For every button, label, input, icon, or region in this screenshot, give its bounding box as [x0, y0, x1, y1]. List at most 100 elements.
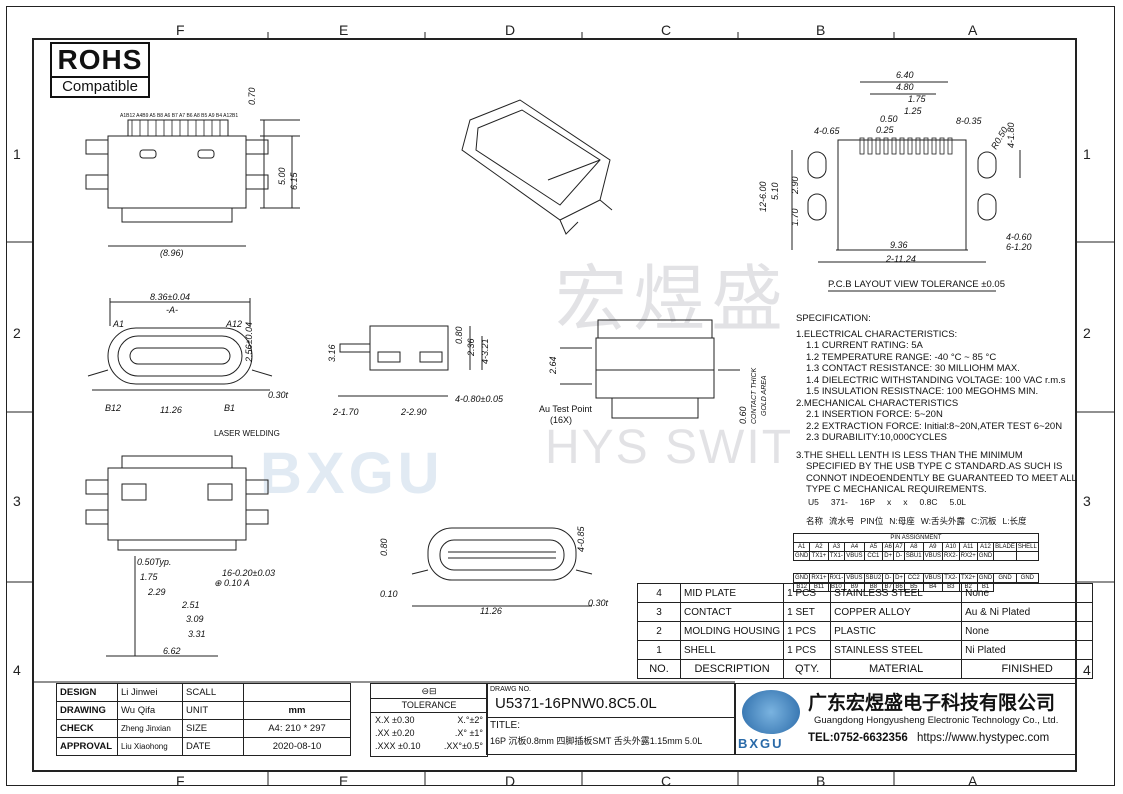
company-tel: TEL:0752-6632356: [808, 732, 908, 744]
pin-cell: A9: [922, 542, 943, 552]
drawing-no-label: DRAWG NO.: [490, 686, 531, 693]
pin-cell: D+: [893, 573, 905, 583]
pin-cell: VBUS: [844, 573, 865, 583]
tolerance-value: X.°±2°: [457, 715, 483, 725]
pin-cell: BLADE: [993, 542, 1017, 552]
pin-cell: GND: [993, 573, 1017, 583]
pin-cell: RX2+: [958, 551, 978, 561]
pin-cell: GND: [976, 573, 995, 583]
part-code-label: 名称: [806, 516, 824, 526]
spec-line: 2.2 EXTRACTION FORCE: Initial:8~20N,ATER…: [806, 420, 1063, 432]
spec-line: 2.MECHANICAL CHARACTERISTICS: [796, 397, 959, 409]
zone-label: C: [661, 22, 672, 38]
bom-cell: Au & Ni Plated: [961, 602, 1094, 622]
pin-cell: VBUS: [922, 551, 943, 561]
pin-cell: RX1+: [809, 573, 829, 583]
pin-cell: GND: [792, 551, 811, 561]
tb-value: Zheng Jinxian: [117, 719, 183, 738]
spec-line: TYPE C MECHANICAL REQUIREMENTS.: [806, 484, 987, 495]
spec-line: 1.3 CONTACT RESISTANCE: 30 MILLIOHM MAX.: [806, 363, 1020, 374]
pin-cell: A5: [863, 542, 884, 552]
bom-cell: 1 PCS: [783, 640, 832, 660]
pin-cell: VBUS: [844, 551, 865, 561]
bom-cell: 1 PCS: [783, 583, 832, 603]
zone-label: B: [816, 22, 826, 38]
zone-label: D: [505, 773, 516, 789]
company-name-en: Guangdong Hongyusheng Electronic Technol…: [814, 715, 1059, 726]
spec-line: 1.ELECTRICAL CHARACTERISTICS:: [796, 328, 958, 340]
tb-value: 2020-08-10: [243, 737, 351, 756]
zone-label: F: [176, 22, 185, 38]
spec-line: SPECIFICATION:: [796, 313, 871, 324]
pin-cell: TX2+: [958, 573, 978, 583]
bom-cell: MATERIAL: [830, 659, 963, 679]
tolerance-value: .XXX ±0.10: [375, 741, 421, 751]
pin-cell: TX1+: [809, 551, 829, 561]
zone-label: B: [816, 773, 826, 789]
specification-notes: SPECIFICATION: 1.ELECTRICAL CHARACTERISTI…: [796, 313, 1077, 496]
zone-label: E: [339, 22, 349, 38]
spec-line: 1.2 TEMPERATURE RANGE: -40 °C ~ 85 °C: [806, 351, 997, 363]
watermark-en: HYS SWIT: [545, 421, 794, 474]
tb-value: mm: [243, 701, 351, 720]
part-code-item: U5: [808, 497, 819, 507]
company-logo-icon: [742, 690, 800, 734]
bom-cell: 3: [637, 602, 681, 622]
tolerance-value: X.X ±0.30: [375, 715, 415, 725]
pin-cell: TX2-: [941, 573, 960, 583]
pin-cell: GND: [792, 573, 811, 583]
pin-cell: A1: [792, 542, 811, 552]
bom-cell: MOLDING HOUSING: [679, 621, 785, 641]
part-code-label: W:舌头外露: [920, 516, 965, 526]
tb-label: SIZE: [182, 719, 244, 738]
spec-line: 1.5 INSULATION RESISTNACE: 100 MEGOHMS M…: [806, 386, 1039, 397]
pin-cell: A2: [809, 542, 829, 552]
spec-line: 3.THE SHELL LENTH IS LESS THAN THE MINIM…: [796, 449, 1023, 461]
zone-label: D: [505, 22, 516, 38]
bom-cell: 1 PCS: [783, 621, 832, 641]
watermark-logo: BXGU: [260, 441, 444, 506]
zone-label: 2: [13, 325, 21, 341]
drawing-border: [32, 38, 1077, 772]
part-code-item: x: [903, 497, 908, 507]
pin-cell: [993, 551, 1017, 561]
zone-label: A: [968, 22, 978, 38]
part-code-label: C:沉板: [970, 516, 997, 526]
drawing-title: 16P 沉板0.8mm 四脚插板SMT 舌头外露1.15mm 5.0L: [490, 736, 703, 746]
spec-line: 1.4 DIELECTRIC WITHSTANDING VOLTAGE: 100…: [806, 374, 1066, 386]
part-code-item: x: [887, 497, 892, 507]
zone-label: 2: [1083, 325, 1091, 341]
company-name-cn: 广东宏煜盛电子科技有限公司: [808, 692, 1056, 714]
bom-cell: Ni Plated: [961, 640, 1094, 660]
pin-cell: SHELL: [1015, 542, 1039, 552]
bom-cell: 4: [637, 583, 681, 603]
drawing-number: U5371-16PNW0.8C5.0L: [487, 695, 734, 718]
zone-label: C: [661, 773, 672, 789]
rohs-badge: ROHS Compatible: [50, 42, 150, 98]
pin-cell: A10: [941, 542, 960, 552]
rohs-title: ROHS: [57, 44, 143, 75]
spec-line: 2.3 DURABILITY:10,000CYCLES: [806, 432, 947, 443]
company-block: BXGU 广东宏煜盛电子科技有限公司 Guangdong Hongyusheng…: [735, 683, 1077, 755]
part-code-label: 流水号: [829, 516, 855, 526]
part-code-label: L:长度: [1002, 516, 1027, 526]
pin-cell: A8: [903, 542, 924, 552]
bom-cell: 2: [637, 621, 681, 641]
tolerance-value: .X° ±1°: [454, 728, 483, 738]
bom-cell: QTY.: [783, 659, 832, 679]
company-url[interactable]: https://www.hystypec.com: [916, 732, 1050, 744]
pin-cell: D-: [893, 551, 905, 561]
tb-value: A4: 210 * 297: [243, 719, 351, 738]
pin-cell: A7: [893, 542, 905, 552]
bom-cell: 1: [637, 640, 681, 660]
spec-line: SPECIFIED BY THE USB TYPE C STANDARD.AS …: [806, 461, 1063, 472]
bom-cell: PLASTIC: [830, 621, 963, 641]
bom-cell: None: [961, 583, 1094, 603]
pin-cell: [1015, 551, 1039, 561]
pin-assignment-title: PIN ASSIGNMENT: [793, 533, 1039, 543]
tb-label: DRAWING: [56, 701, 118, 720]
pin-cell: SBU1: [903, 551, 924, 561]
pin-cell: A3: [827, 542, 846, 552]
